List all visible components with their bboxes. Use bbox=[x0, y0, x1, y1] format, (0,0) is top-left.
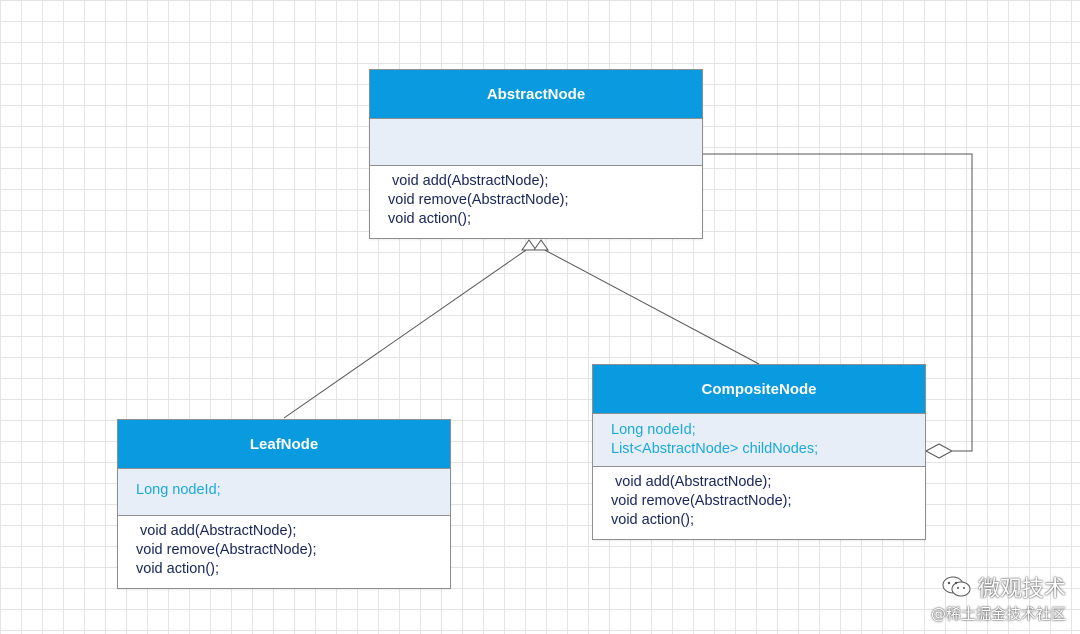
class-leaf-node[interactable]: LeafNode Long nodeId; void add(AbstractN… bbox=[117, 419, 451, 589]
method: void remove(AbstractNode); bbox=[136, 542, 317, 558]
composite-generalization-line bbox=[540, 247, 760, 365]
method: void action(); bbox=[136, 561, 220, 577]
method: void add(AbstractNode); bbox=[611, 474, 772, 490]
attribute: Long nodeId; bbox=[136, 482, 221, 498]
attribute: Long nodeId; bbox=[611, 422, 696, 438]
class-abstract-node[interactable]: AbstractNode void add(AbstractNode); voi… bbox=[369, 69, 703, 239]
class-abstract-node-attributes bbox=[370, 118, 702, 166]
class-composite-node-methods: void add(AbstractNode); void remove(Abst… bbox=[593, 467, 925, 536]
watermark-title: 微观技术 bbox=[977, 577, 1066, 602]
aggregation-diamond bbox=[924, 443, 954, 459]
method: void add(AbstractNode); bbox=[388, 173, 549, 189]
class-abstract-node-methods: void add(AbstractNode); void remove(Abst… bbox=[370, 166, 702, 235]
class-composite-node-name: CompositeNode bbox=[593, 365, 925, 413]
method: void action(); bbox=[611, 512, 695, 528]
class-composite-node-attributes: Long nodeId; List<AbstractNode> childNod… bbox=[593, 413, 925, 467]
class-abstract-node-name: AbstractNode bbox=[370, 70, 702, 118]
class-composite-node[interactable]: CompositeNode Long nodeId; List<Abstract… bbox=[592, 364, 926, 540]
class-leaf-node-attributes: Long nodeId; bbox=[118, 468, 450, 516]
aggregation-line bbox=[703, 153, 973, 452]
generalization-arrowhead-left bbox=[521, 239, 537, 251]
attribute: List<AbstractNode> childNodes; bbox=[611, 441, 819, 457]
watermark: 微观技术 @稀土掘金技术社区 bbox=[931, 571, 1066, 624]
watermark-subtitle: @稀土掘金技术社区 bbox=[930, 605, 1066, 623]
method: void action(); bbox=[388, 211, 472, 227]
wechat-icon bbox=[942, 576, 971, 597]
class-leaf-node-name: LeafNode bbox=[118, 420, 450, 468]
method: void remove(AbstractNode); bbox=[388, 192, 569, 208]
method: void add(AbstractNode); bbox=[136, 523, 297, 539]
class-leaf-node-methods: void add(AbstractNode); void remove(Abst… bbox=[118, 516, 450, 585]
method: void remove(AbstractNode); bbox=[611, 493, 792, 509]
leaf-generalization-line bbox=[283, 247, 530, 419]
generalization-arrowhead-right bbox=[533, 239, 549, 251]
